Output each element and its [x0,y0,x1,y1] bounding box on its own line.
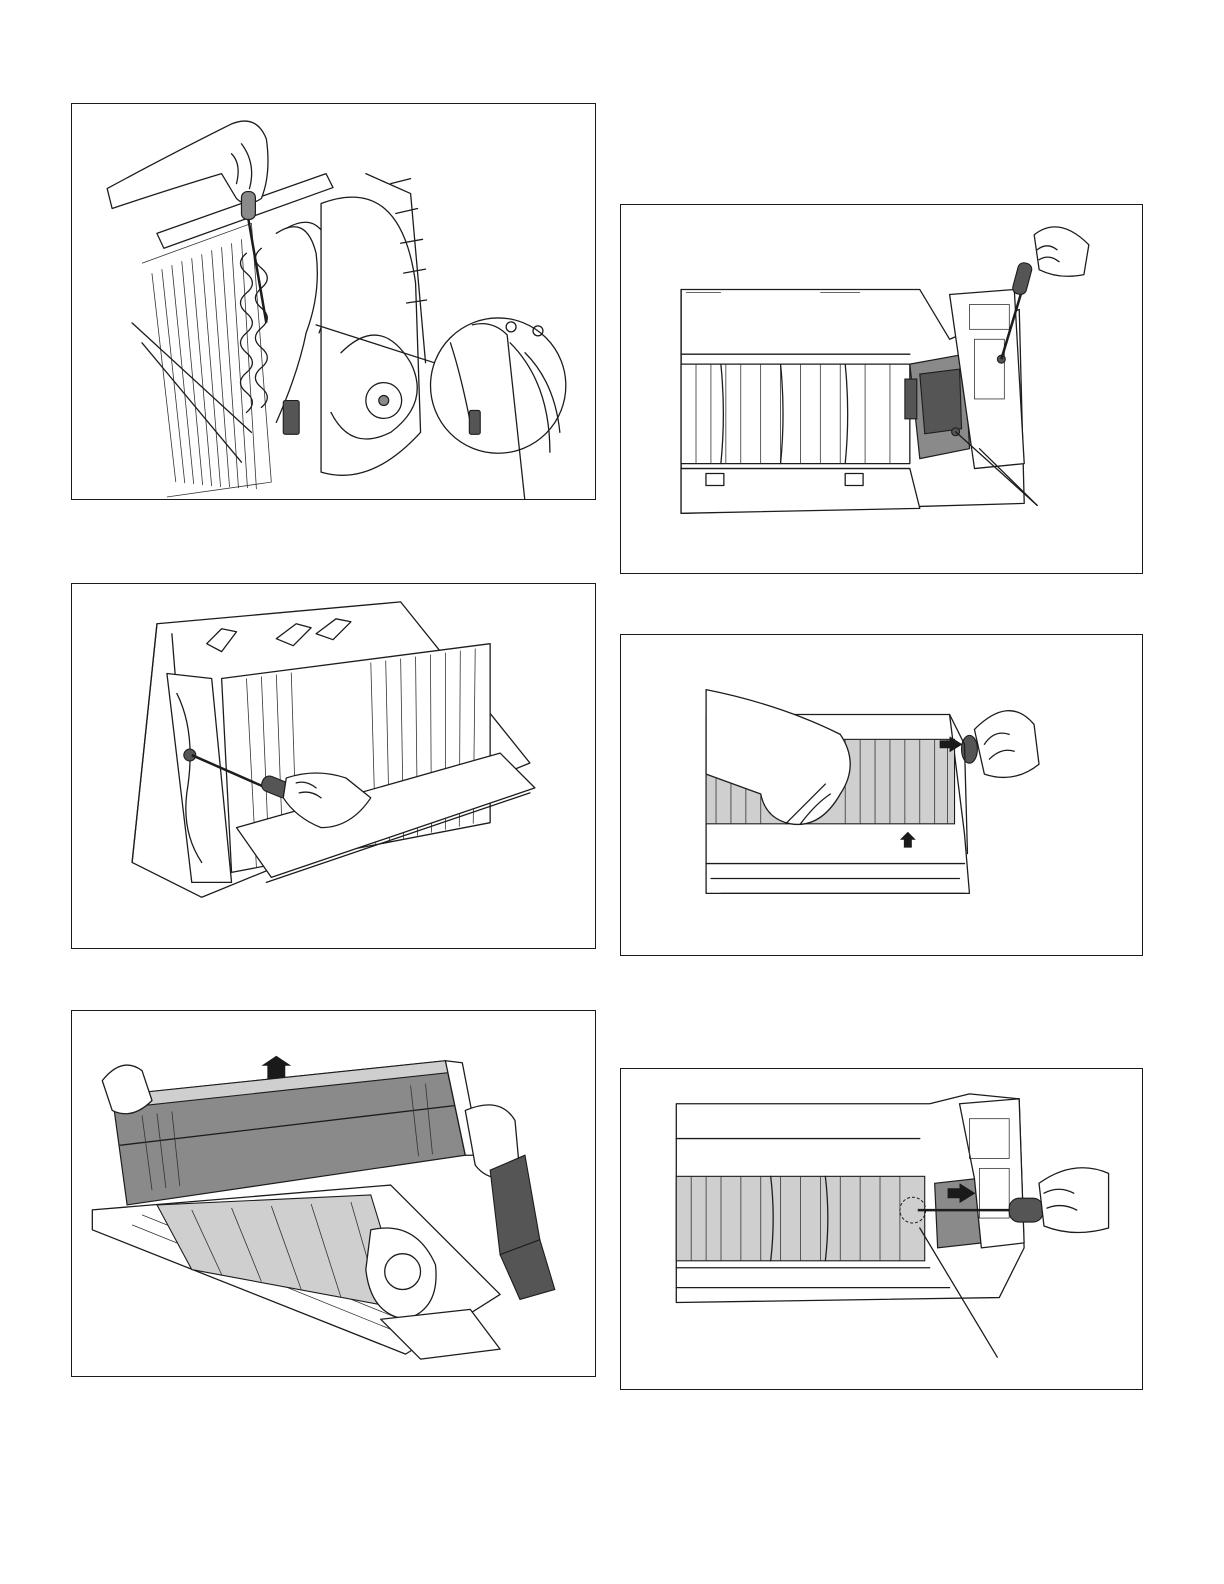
figure-6-illustration [621,1069,1142,1389]
figure-4-illustration [621,205,1142,573]
figure-1-evaporator-pipe-clamp [71,103,596,500]
figure-4-remove-motor-cover-screws [620,204,1143,574]
figure-5-illustration [621,635,1142,955]
figure-3-lift-evaporator [71,1010,596,1377]
figure-2-illustration [72,584,595,948]
figure-6-loosen-fan-set-screw [620,1068,1143,1390]
figure-3-illustration [72,1011,595,1376]
figure-1-illustration [72,104,595,499]
figure-5-pull-out-fan [620,634,1143,956]
figure-2-remove-side-screw [71,583,596,949]
